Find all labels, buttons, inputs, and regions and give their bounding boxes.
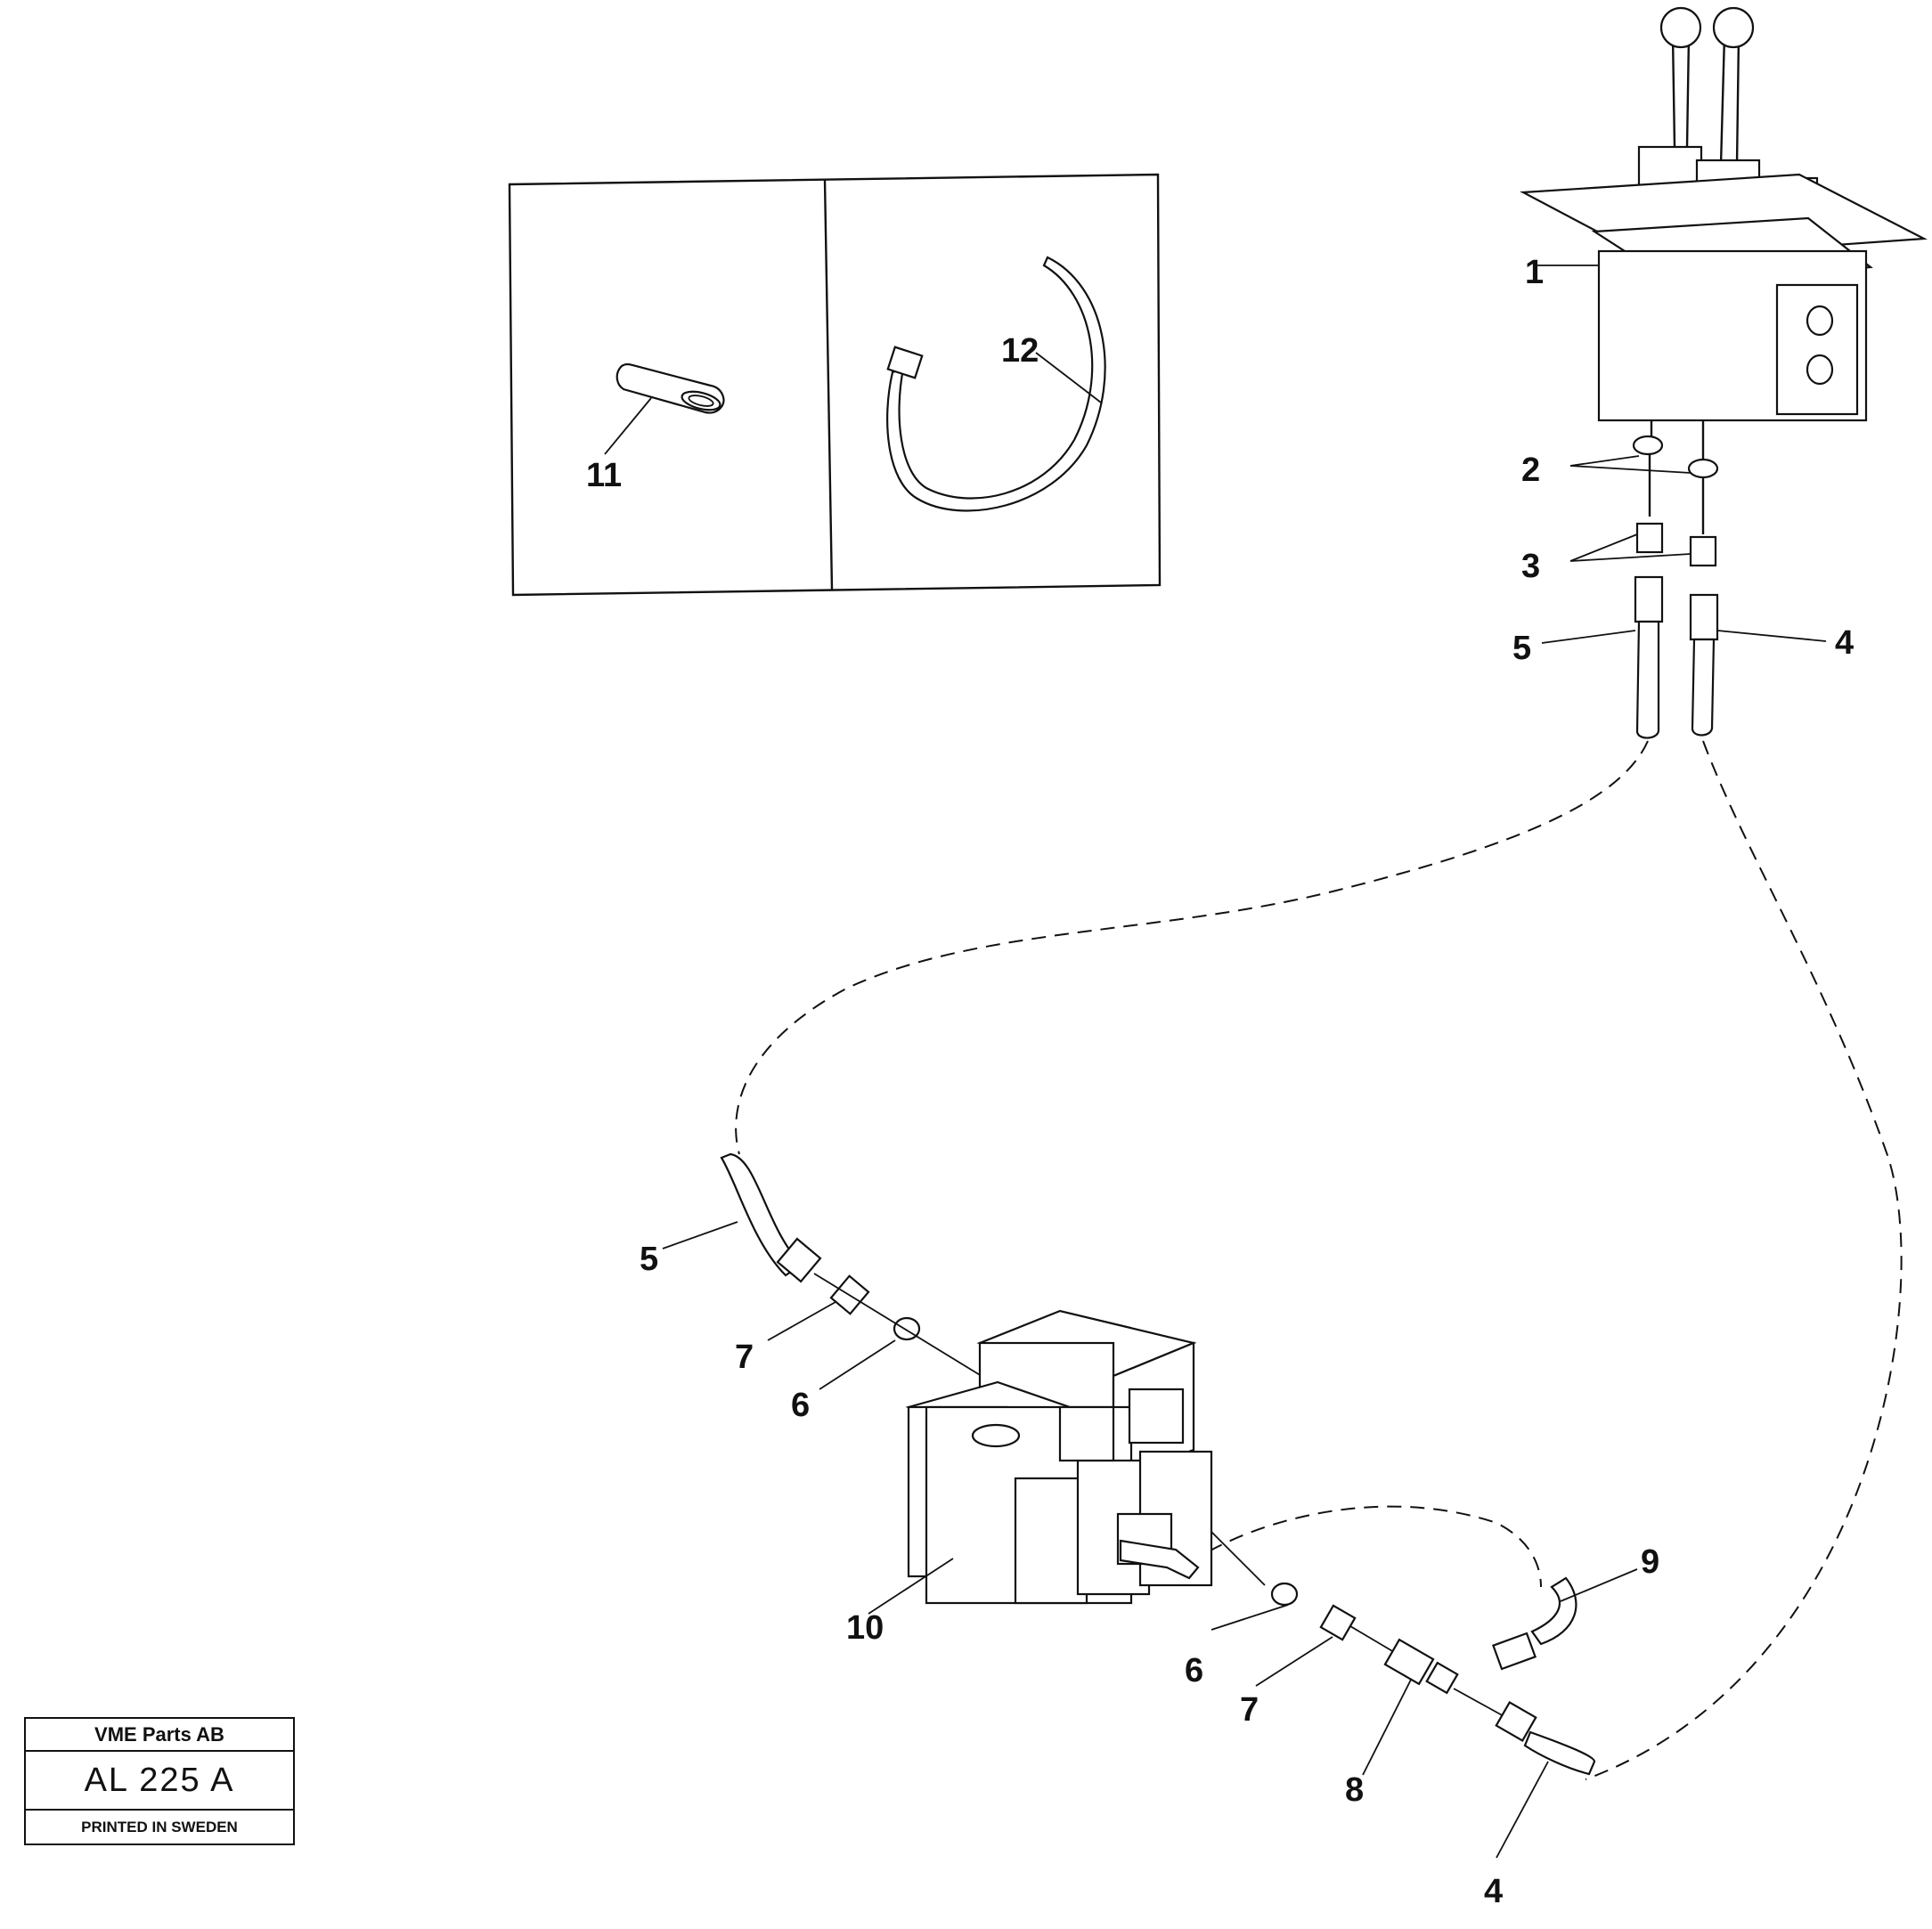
printed-note: PRINTED IN SWEDEN [81,1818,238,1835]
inset-box [508,173,1162,597]
callout-4-top: 4 [1835,624,1854,662]
hoses-top [1541,575,1827,739]
callout-9: 9 [1641,1543,1659,1581]
callout-2: 2 [1521,452,1540,489]
callout-10: 10 [846,1609,884,1647]
callout-7-left: 7 [735,1339,754,1376]
callout-12: 12 [1001,332,1039,370]
callout-3: 3 [1521,548,1540,585]
drawing-code: AL 225 A [26,1752,293,1811]
hose-5-lower [662,1152,990,1390]
callout-4-bottom: 4 [1484,1873,1503,1910]
title-block: VME Parts AB AL 225 A PRINTED IN SWEDEN [24,1717,295,1845]
fittings-right [1211,1568,1638,1859]
part-3-nipples [1569,454,1717,567]
callout-6-right: 6 [1185,1652,1203,1689]
callout-5-top: 5 [1512,630,1531,667]
callout-6-left: 6 [791,1387,810,1424]
part-12-cable-tie [886,256,1106,512]
callout-8: 8 [1345,1771,1364,1809]
callout-5-left: 5 [640,1241,658,1278]
callout-1: 1 [1525,254,1544,291]
callout-labels: 1 2 3 4 5 5 7 6 10 6 7 8 9 4 11 12 [586,254,1854,1910]
callout-11: 11 [586,457,622,494]
part-2-washers [1569,435,1719,479]
part-10-valve-block [868,1309,1266,1615]
part-11-sleeve [604,362,725,455]
callout-7-right: 7 [1240,1691,1259,1729]
part-1-control-valve [1520,6,1928,463]
company-name: VME Parts AB [26,1719,293,1752]
hose-routing-dashed [735,740,1903,1780]
